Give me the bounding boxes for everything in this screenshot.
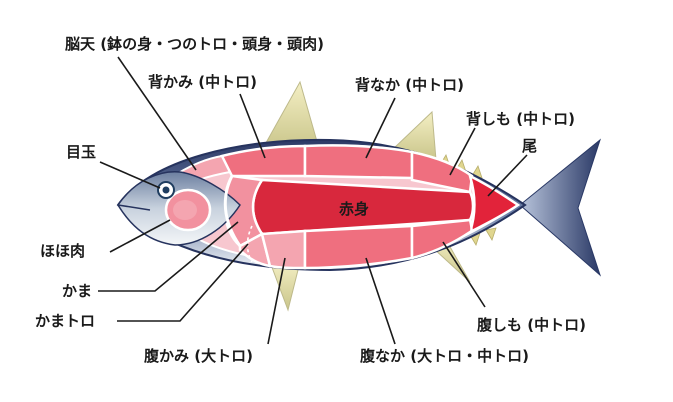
cut-se-naka xyxy=(303,144,414,180)
cut-tail xyxy=(467,173,521,235)
label-se-kami: 背かみ (中トロ) xyxy=(148,73,257,91)
cut-se-shimo xyxy=(410,150,474,194)
label-hara-shimo: 腹しも (中トロ) xyxy=(477,316,586,334)
label-akami: 赤身 xyxy=(339,200,370,218)
cut-hara-naka xyxy=(303,224,414,270)
label-kamatoro: かまトロ xyxy=(35,312,96,330)
leader-lines xyxy=(98,56,528,345)
label-o: 尾 xyxy=(522,137,538,155)
label-se-naka: 背なか (中トロ) xyxy=(355,76,464,94)
label-se-shimo: 背しも (中トロ) xyxy=(466,110,575,128)
label-medama: 目玉 xyxy=(66,143,97,161)
tail-fin xyxy=(519,138,602,277)
label-hara-kami: 腹かみ (大トロ) xyxy=(144,347,253,365)
label-noten: 脳天 (鉢の身・つのトロ・頭身・頭肉) xyxy=(65,35,324,53)
cut-hara-shimo xyxy=(410,218,473,260)
label-kama: かま xyxy=(62,282,93,300)
gill-line xyxy=(223,175,242,247)
label-hara-naka: 腹なか (大トロ・中トロ) xyxy=(360,347,529,365)
label-hohoniku: ほほ肉 xyxy=(40,242,86,260)
fish-mouth xyxy=(117,204,151,211)
